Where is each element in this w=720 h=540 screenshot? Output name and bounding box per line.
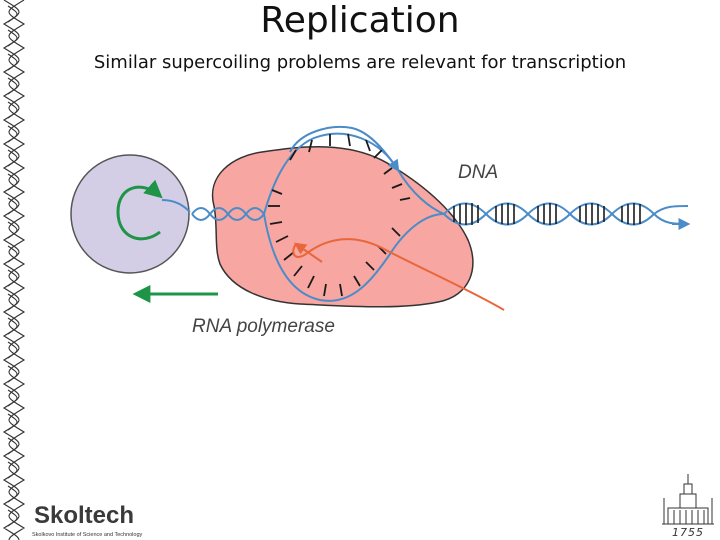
topoisomerase-circle xyxy=(70,154,190,274)
slide-title: Replication xyxy=(260,0,460,41)
coding-strand-top xyxy=(289,126,400,172)
rna-transcript xyxy=(292,238,505,311)
upstream-dna xyxy=(161,199,265,221)
downstream-base-pairs xyxy=(453,203,641,225)
logo-subtext: Skolkovo Institute of Science and Techno… xyxy=(32,532,143,538)
building-emblem-icon xyxy=(662,474,714,525)
logo-text: Skoltech xyxy=(34,502,135,529)
decorative-dna-border xyxy=(2,0,26,540)
transcription-bubble xyxy=(263,132,445,302)
rotation-arrow xyxy=(116,179,163,241)
slide-subtitle: Similar supercoiling problems are releva… xyxy=(93,52,627,73)
rna-polymerase-label: RNA polymerase xyxy=(192,316,335,337)
downstream-dna xyxy=(443,202,689,226)
rna-transcript-head xyxy=(294,242,323,263)
emblem-year: 1755 xyxy=(672,526,704,539)
dna-label: DNA xyxy=(458,162,499,183)
rna-polymerase-body xyxy=(211,146,474,308)
skoltech-logo: Skoltech Skolkovo Institute of Science a… xyxy=(30,502,152,540)
